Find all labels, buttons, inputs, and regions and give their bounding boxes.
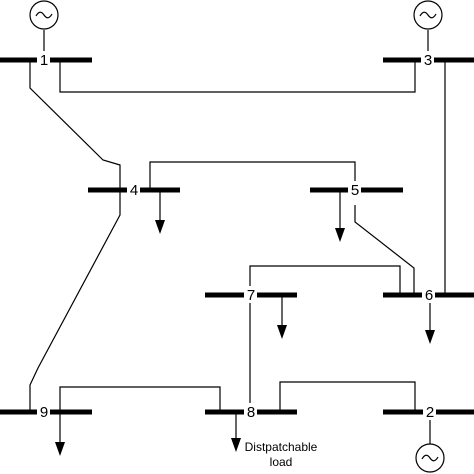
bus-label-4: 4: [130, 182, 138, 199]
load-arrow-icon: [335, 228, 345, 242]
generator-bus-1: [29, 0, 59, 60]
dispatchable-load-note: Distpatchable load: [245, 440, 318, 469]
load-arrow-icon: [231, 438, 241, 452]
load-arrow-icon: [425, 330, 435, 344]
line-8-9: [59, 386, 221, 412]
line-4-5: [149, 161, 356, 190]
bus-label-6: 6: [425, 287, 433, 304]
line-8-2: [279, 381, 416, 412]
load-bus-5: [335, 190, 345, 242]
load-bus-8-dispatchable: [231, 412, 241, 452]
generator-bus-3: [413, 0, 443, 60]
transmission-lines: [29, 60, 446, 412]
line-6-8: [249, 265, 401, 412]
bus-bars: [0, 57, 474, 415]
line-5-6: [354, 205, 415, 295]
load-bus-7: [277, 295, 287, 339]
note-line-1: Distpatchable: [245, 440, 318, 454]
line-4-9: [29, 190, 121, 412]
bus-label-8: 8: [247, 404, 255, 421]
bus-label-7: 7: [247, 287, 255, 304]
note-line-2: load: [270, 455, 293, 469]
load-arrow-icon: [277, 325, 287, 339]
line-1-3: [59, 60, 416, 93]
generator-bus-2: [415, 412, 445, 473]
load-bus-4: [155, 190, 165, 234]
bus-label-5: 5: [351, 182, 359, 199]
bus-label-3: 3: [424, 52, 432, 69]
line-1-4: [29, 60, 121, 190]
load-arrow-icon: [155, 220, 165, 234]
load-arrow-icon: [55, 442, 65, 456]
bus-label-9: 9: [40, 404, 48, 421]
load-bus-9: [55, 412, 65, 456]
bus-label-1: 1: [40, 52, 48, 69]
bus-label-2: 2: [426, 404, 434, 421]
bus-labels: 1 3 4 5 7 6 9 8 2: [37, 51, 436, 421]
